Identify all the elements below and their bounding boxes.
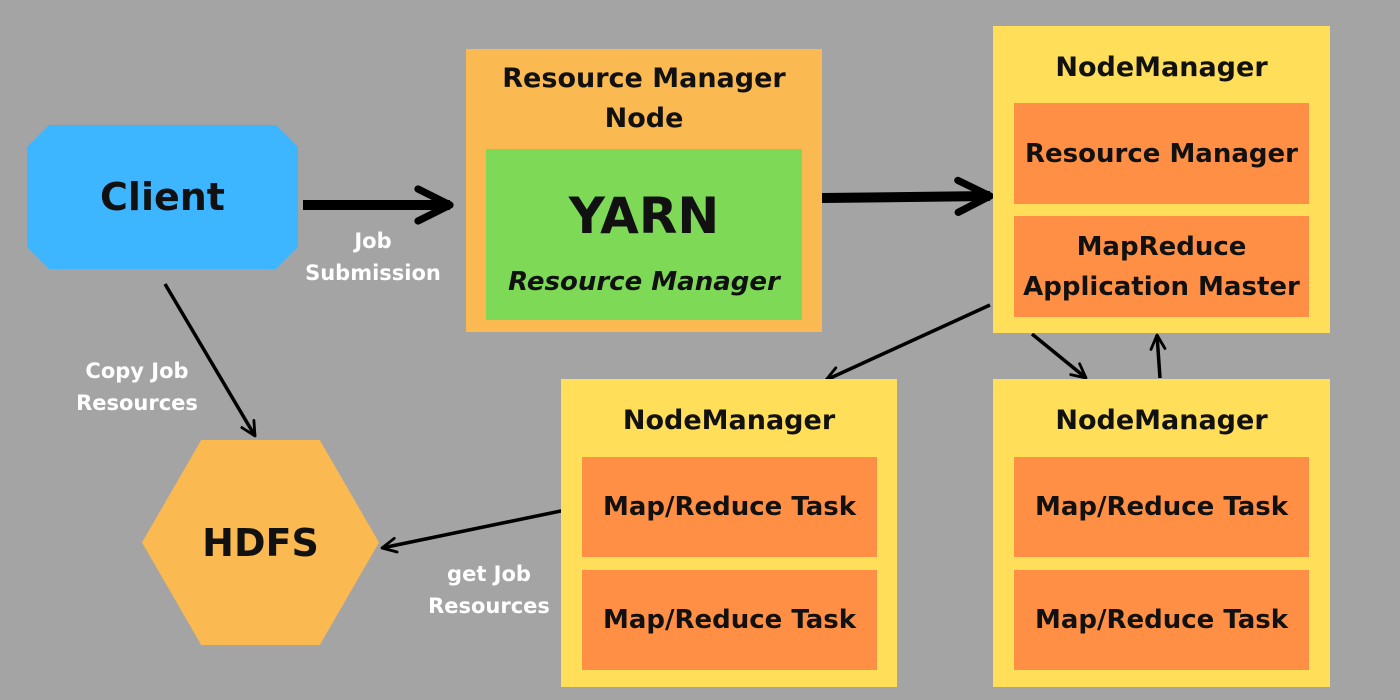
rm-node-title-line1: Resource Manager [502,63,786,94]
arrow-task-to-hdfs [380,505,581,554]
node-manager-mid-title: NodeManager [622,405,836,436]
copy-job-resources-label: Copy Job Resources [62,355,212,419]
get-job-resources-line2: Resources [428,594,550,618]
node-manager-right: NodeManager Map/Reduce Task Map/Reduce T… [993,379,1330,687]
client-label: Client [100,175,225,219]
nm-mid-task-2: Map/Reduce Task [582,570,877,670]
nm-mid-task-1-label: Map/Reduce Task [602,492,857,522]
resource-manager-node: Resource Manager Node YARN Resource Mana… [466,49,822,332]
rm-node-title-line2: Node [604,103,684,134]
rm-node-title: Resource Manager Node [466,59,822,139]
node-manager-top-title: NodeManager [1055,52,1268,83]
arrow-nodemanager-to-mid [824,303,991,382]
job-submission-label: Job Submission [298,225,448,289]
yarn-subtitle: Resource Manager [508,267,780,297]
nm-top-application-master: MapReduce Application Master [1014,216,1309,317]
node-manager-mid: NodeManager Map/Reduce Task Map/Reduce T… [561,379,897,687]
nm-right-task-2: Map/Reduce Task [1014,570,1309,670]
yarn-box: YARN Resource Manager [486,149,802,320]
node-manager-top: NodeManager Resource Manager MapReduce A… [993,26,1330,333]
hdfs-label: HDFS [202,520,319,565]
copy-job-resources-line2: Resources [76,391,198,415]
nm-top-resource-manager-label: Resource Manager [1025,138,1298,169]
client-node: Client [27,125,298,269]
arrow-nodemanager-to-right [1030,332,1088,380]
arrow-client-to-hdfs [163,283,257,438]
node-manager-right-title: NodeManager [1055,405,1268,436]
arrow-rm-to-nodemanager [821,176,994,216]
job-submission-line1: Job [354,229,392,253]
yarn-title: YARN [568,187,720,245]
nm-right-task-1: Map/Reduce Task [1014,457,1309,557]
nm-top-app-master-line2: Application Master [1023,271,1300,302]
get-job-resources-line1: get Job [447,562,531,586]
arrow-right-to-nodemanager [1149,333,1167,379]
nm-right-task-1-label: Map/Reduce Task [1034,492,1289,522]
job-submission-line2: Submission [305,261,441,285]
nm-mid-task-2-label: Map/Reduce Task [602,605,857,635]
get-job-resources-label: get Job Resources [414,558,564,622]
nm-top-app-master-line1: MapReduce [1076,231,1247,262]
nm-right-task-2-label: Map/Reduce Task [1034,605,1289,635]
nm-top-resource-manager: Resource Manager [1014,103,1309,204]
copy-job-resources-line1: Copy Job [85,359,189,383]
nm-mid-task-1: Map/Reduce Task [582,457,877,557]
